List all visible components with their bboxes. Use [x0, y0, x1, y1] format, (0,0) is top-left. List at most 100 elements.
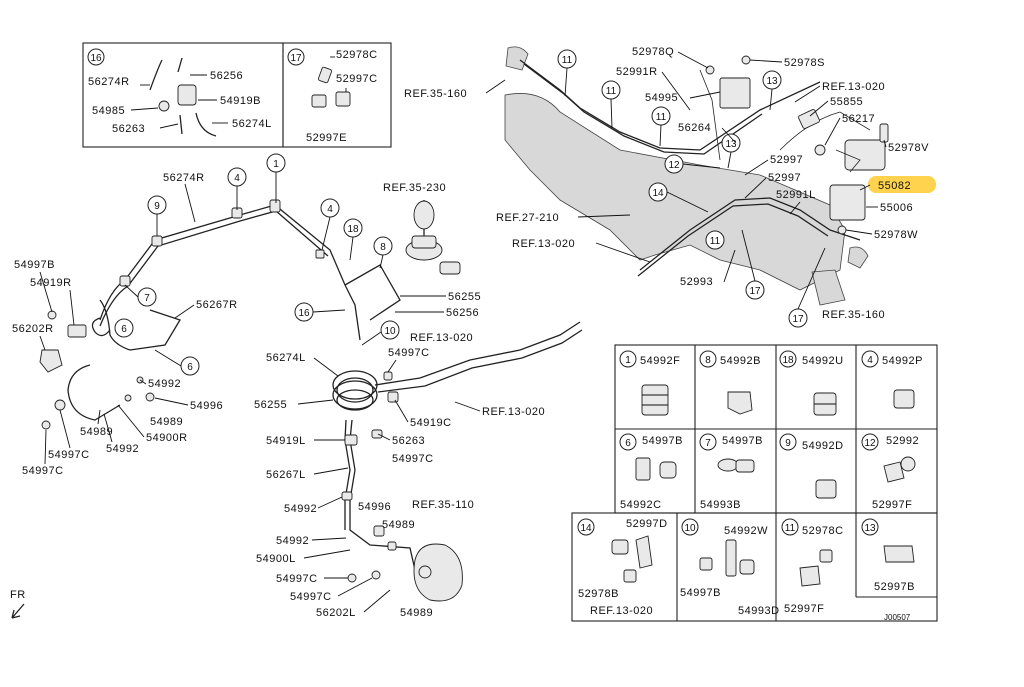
label-52997E: 52997E	[306, 132, 347, 144]
callout-10: 10	[384, 326, 396, 337]
grid-cell-13: 13 52997B	[861, 518, 915, 593]
fr-arrow-icon	[11, 603, 25, 619]
callout-14: 14	[652, 188, 664, 199]
grid-callout-12: 12	[864, 438, 876, 449]
label-54995: 54995	[645, 92, 678, 104]
grid-label-54993D: 54993D	[738, 605, 780, 617]
label-54997B-left: 54997B	[14, 259, 55, 271]
grid-label-54992W: 54992W	[724, 525, 768, 537]
label-54900R: 54900R	[146, 432, 188, 444]
grid-label-54992F: 54992F	[640, 355, 680, 367]
grid-callout-14: 14	[580, 523, 592, 534]
grid-callout-18: 18	[782, 355, 794, 366]
label-54992-left: 54992	[148, 378, 181, 390]
callout-11a: 11	[562, 55, 573, 66]
grid-label-54992B: 54992B	[720, 355, 761, 367]
grid-callout-6: 6	[625, 438, 631, 449]
label-54997C-mid-b: 54997C	[392, 453, 434, 465]
ref-13-020-c: REF.13-020	[822, 81, 885, 93]
callout-11b: 11	[606, 86, 617, 97]
label-54997C-mid: 54997C	[388, 347, 430, 359]
label-52993: 52993	[680, 276, 713, 288]
callout-13b: 13	[725, 139, 737, 150]
callout-4a: 4	[234, 173, 240, 184]
grid-cell-6: 6 54997B 54992C	[619, 433, 683, 511]
ref-13-020-b: REF.13-020	[482, 406, 545, 418]
grid-callout-10: 10	[684, 523, 696, 534]
label-52978W: 52978W	[874, 229, 918, 241]
label-56256: 56256	[210, 70, 243, 82]
callout-7: 7	[144, 293, 150, 304]
front-direction-indicator: FR	[10, 589, 26, 619]
label-56263-main: 56263	[392, 435, 425, 447]
highlight-55082	[868, 176, 936, 193]
grid-label-52992: 52992	[886, 435, 919, 447]
left-brake-lines	[39, 199, 583, 602]
ref-35-230: REF.35-230	[383, 182, 446, 194]
right-part-labels: 52978Q 52978S REF.13-020 52991R REF.35-1…	[404, 46, 936, 321]
label-54989-left-b: 54989	[80, 426, 113, 438]
label-55082[interactable]: 55082	[878, 180, 911, 192]
grid-cell-12: 12 52992 52997F	[861, 433, 919, 511]
grid-ref-13-020: REF.13-020	[590, 605, 653, 617]
grid-callout-13: 13	[864, 523, 876, 534]
label-56274L: 56274L	[232, 118, 272, 130]
grid-label-54993B: 54993B	[700, 499, 741, 511]
grid-label-52997F-11: 52997F	[784, 603, 824, 615]
label-52978S: 52978S	[784, 57, 825, 69]
callout-17b: 17	[792, 314, 804, 325]
right-frame-assembly	[504, 46, 889, 306]
label-52991R: 52991R	[616, 66, 658, 78]
fr-label: FR	[10, 589, 26, 601]
callout-18: 18	[347, 224, 359, 235]
grid-cell-14: 14 52997D 52978B REF.13-020	[577, 518, 668, 617]
label-54900L: 54900L	[256, 553, 296, 565]
label-52991L: 52991L	[776, 189, 816, 201]
label-56263: 56263	[112, 123, 145, 135]
callout-13a: 13	[766, 76, 778, 87]
callout-11c: 11	[656, 112, 667, 123]
grid-label-52978B: 52978B	[578, 588, 619, 600]
grid-cell-18: 18 54992U	[779, 350, 843, 416]
label-56255-b: 56255	[254, 399, 287, 411]
label-54989-left-a: 54989	[150, 416, 183, 428]
callout-9: 9	[154, 201, 160, 212]
grid-label-52997D: 52997D	[626, 518, 668, 530]
grid-cell-4: 4 54992P	[861, 350, 923, 409]
grid-cell-9: 9 54992D	[779, 433, 843, 499]
label-56256-main: 56256	[446, 307, 479, 319]
label-54992-mid-b: 54992	[276, 535, 309, 547]
label-54985: 54985	[92, 105, 125, 117]
grid-cell-1: 1 54992F	[619, 350, 680, 416]
callout-6b: 6	[187, 362, 193, 373]
grid-cell-11: 11 52978C 52997F	[781, 518, 843, 615]
grid-label-54992P: 54992P	[882, 355, 923, 367]
ref-35-160-b: REF.35-160	[822, 309, 885, 321]
label-54992-left-b: 54992	[106, 443, 139, 455]
label-54996-left: 54996	[190, 400, 223, 412]
label-52997-a: 52997	[770, 154, 803, 166]
label-55855: 55855	[830, 96, 863, 108]
right-callouts: 11 13 11 11 13 12 14 11 17 17	[557, 49, 826, 328]
label-56274R-main: 56274R	[163, 172, 205, 184]
callout-11d: 11	[710, 236, 721, 247]
callout-16: 16	[90, 53, 102, 64]
label-56274L-main: 56274L	[266, 352, 306, 364]
grid-callout-7: 7	[705, 438, 711, 449]
grid-label-54997B-6: 54997B	[642, 435, 683, 447]
grid-label-52997B: 52997B	[874, 581, 915, 593]
label-52978V: 52978V	[888, 142, 929, 154]
main-part-labels: 56274R 54997B 54919R 56202R 56267R 54992…	[12, 172, 545, 619]
callout-12: 12	[668, 160, 680, 171]
callout-16-main: 16	[298, 308, 310, 319]
label-54919B: 54919B	[220, 95, 261, 107]
callout-8: 8	[380, 242, 386, 253]
label-54919R: 54919R	[30, 277, 72, 289]
label-56202L: 56202L	[316, 607, 356, 619]
label-55006: 55006	[880, 202, 913, 214]
label-56267L: 56267L	[266, 469, 306, 481]
label-56202R: 56202R	[12, 323, 54, 335]
label-56264: 56264	[678, 122, 711, 134]
